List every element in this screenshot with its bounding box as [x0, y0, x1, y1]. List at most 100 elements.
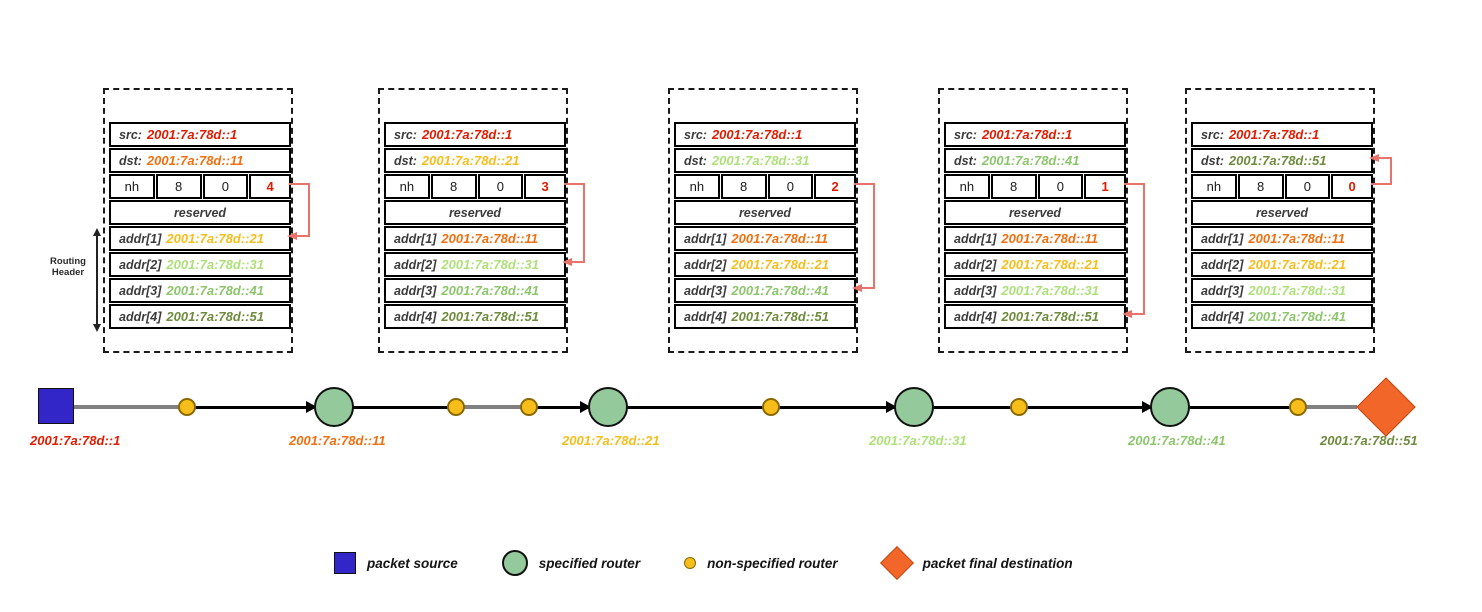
network-link: [606, 406, 770, 409]
address-field-4-value: 2001:7a:78d::41: [1248, 309, 1346, 324]
address-field-2-value: 2001:7a:78d::21: [1001, 257, 1099, 272]
address-field-1-name: addr[1]: [394, 231, 437, 246]
address-field-2-name: addr[2]: [684, 257, 727, 272]
dst-field: dst: 2001:7a:78d::31: [674, 148, 856, 173]
dst-field: dst:2001:7a:78d::11: [109, 148, 291, 173]
address-field-2: addr[2]2001:7a:78d::31: [109, 252, 291, 277]
link-arrowhead-icon: [580, 401, 591, 413]
address-field-2: addr[2]2001:7a:78d::21: [674, 252, 856, 277]
next-header-cell: nh: [384, 174, 430, 199]
address-field-2-name: addr[2]: [1201, 257, 1244, 272]
legend-item: specified router: [501, 550, 640, 576]
node-non-specified-router[interactable]: [762, 398, 780, 416]
routing-type-cell: 0: [767, 174, 814, 199]
routing-type-cell: 0: [477, 174, 524, 199]
node-address-label: 2001:7a:78d::1: [30, 433, 121, 448]
address-field-2-value: 2001:7a:78d::31: [441, 257, 539, 272]
address-field-2-value: 2001:7a:78d::31: [166, 257, 264, 272]
src-field: src:2001:7a:78d::1: [674, 122, 856, 147]
address-field-2: addr[2] 2001:7a:78d::21: [944, 252, 1126, 277]
routing-header-label-line2: Header: [51, 267, 85, 278]
address-field-1: addr[1] 2001:7a:78d::11: [384, 226, 566, 251]
address-field-3-name: addr[3]: [954, 283, 997, 298]
dst-field-name: dst:: [954, 153, 977, 168]
node-non-specified-router[interactable]: [520, 398, 538, 416]
link-arrowhead-icon: [306, 401, 317, 413]
address-field-2-value: 2001:7a:78d::21: [1248, 257, 1346, 272]
reserved-field-label: reserved: [448, 205, 502, 220]
node-non-specified-router[interactable]: [1289, 398, 1307, 416]
node-non-specified-router[interactable]: [178, 398, 196, 416]
dst-field-name: dst:: [394, 153, 417, 168]
dst-field: dst:2001:7a:78d::51: [1191, 148, 1373, 173]
vertical-double-arrow-icon: [93, 228, 101, 332]
address-field-1-name: addr[1]: [684, 231, 727, 246]
node-specified-router[interactable]: [588, 387, 628, 427]
reserved-field: reserved: [1191, 200, 1373, 225]
src-field: src:2001:7a:78d::1: [1191, 122, 1373, 147]
src-field: src:2001:7a:78d::1: [109, 122, 291, 147]
address-field-3: addr[3] 2001:7a:78d::31: [944, 278, 1126, 303]
network-link: [1018, 406, 1168, 409]
node-packet-final-destination[interactable]: [1356, 377, 1416, 437]
node-specified-router[interactable]: [1150, 387, 1190, 427]
dst-field-value: 2001:7a:78d::51: [1228, 153, 1327, 168]
address-field-3-value: 2001:7a:78d::31: [1248, 283, 1346, 298]
node-non-specified-router[interactable]: [447, 398, 465, 416]
next-header-cell: nh: [674, 174, 720, 199]
node-non-specified-router[interactable]: [1010, 398, 1028, 416]
dot-yellow-icon: [684, 557, 697, 569]
next-header-cell: nh: [944, 174, 990, 199]
address-field-3: addr[3]2001:7a:78d::31: [1191, 278, 1373, 303]
address-field-3-value: 2001:7a:78d::31: [1001, 283, 1099, 298]
address-field-4-value: 2001:7a:78d::51: [441, 309, 539, 324]
address-field-4: addr[4]2001:7a:78d::51: [944, 304, 1126, 329]
network-link: [66, 405, 186, 409]
address-field-4-name: addr[4]: [394, 309, 437, 324]
address-field-1-value: 2001:7a:78d::11: [1248, 231, 1345, 246]
network-link: [186, 406, 332, 409]
dst-field-value: 2001:7a:78d::21: [421, 153, 520, 168]
reserved-field: reserved: [674, 200, 856, 225]
node-address-label: 2001:7a:78d::11: [289, 433, 386, 448]
address-field-1-value: 2001:7a:78d::11: [441, 231, 538, 246]
address-field-3-name: addr[3]: [394, 283, 437, 298]
address-field-2-name: addr[2]: [954, 257, 997, 272]
src-field: src:2001:7a:78d::1: [944, 122, 1126, 147]
address-field-2: addr[2] 2001:7a:78d::31: [384, 252, 566, 277]
segments-left-cell: 4: [249, 174, 292, 199]
node-specified-router[interactable]: [894, 387, 934, 427]
network-link: [528, 406, 606, 409]
legend-item-label: non-specified router: [707, 555, 838, 571]
dst-field-name: dst:: [684, 153, 707, 168]
address-field-3-value: 2001:7a:78d::41: [731, 283, 829, 298]
node-specified-router[interactable]: [314, 387, 354, 427]
address-field-4-name: addr[4]: [119, 309, 162, 324]
network-link: [1297, 405, 1357, 409]
address-field-3-name: addr[3]: [119, 283, 162, 298]
address-field-4-name: addr[4]: [954, 309, 997, 324]
reserved-field: reserved: [109, 200, 291, 225]
link-arrowhead-icon: [1142, 401, 1153, 413]
address-field-4-name: addr[4]: [684, 309, 727, 324]
src-field: src:2001:7a:78d::1: [384, 122, 566, 147]
node-packet-source[interactable]: [38, 388, 74, 424]
dst-field-value: 2001:7a:78d::31: [711, 153, 810, 168]
address-field-2-name: addr[2]: [394, 257, 437, 272]
src-field-name: src:: [954, 127, 977, 142]
network-link: [332, 406, 455, 409]
